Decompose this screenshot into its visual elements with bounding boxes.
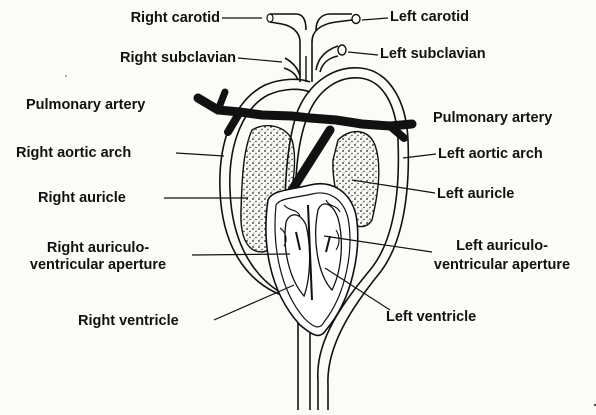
label-right-av-aperture-line1: Right auriculo- [6,240,190,256]
label-pulmonary-artery-left: Pulmonary artery [26,97,145,113]
label-left-ventricle: Left ventricle [386,309,476,325]
label-left-carotid: Left carotid [390,9,469,25]
label-right-carotid: Right carotid [70,10,220,26]
label-right-auricle: Right auricle [38,190,126,206]
label-right-av-aperture-line2: ventricular aperture [6,257,190,273]
label-left-av-aperture-line1: Left auriculo- [420,238,584,254]
label-right-aortic-arch: Right aortic arch [16,145,131,161]
label-right-ventricle: Right ventricle [78,313,179,329]
label-left-av-aperture-line2: ventricular aperture [416,257,588,273]
label-pulmonary-artery-right: Pulmonary artery [433,110,552,126]
label-left-auricle: Left auricle [437,186,514,202]
label-left-subclavian: Left subclavian [380,46,486,62]
label-left-aortic-arch: Left aortic arch [438,146,543,162]
label-right-subclavian: Right subclavian [60,50,236,66]
